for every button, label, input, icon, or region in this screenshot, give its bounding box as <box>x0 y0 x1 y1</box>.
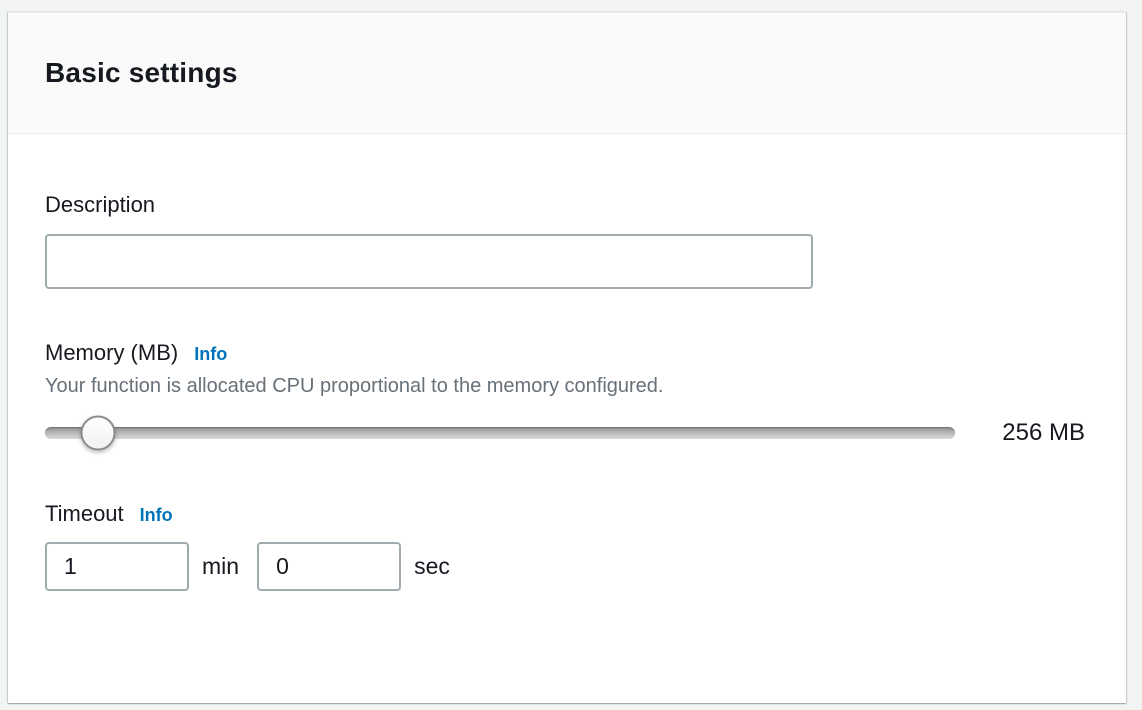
timeout-minutes-input[interactable] <box>45 542 189 591</box>
memory-label: Memory (MB) <box>45 340 179 365</box>
timeout-inputs-row: min sec <box>45 542 1085 591</box>
timeout-seconds-input[interactable] <box>257 542 402 591</box>
memory-help-text: Your function is allocated CPU proportio… <box>45 375 664 397</box>
memory-field: Memory (MB) Info Your function is alloca… <box>45 339 1085 451</box>
memory-info-link[interactable]: Info <box>194 344 228 364</box>
timeout-minutes-unit: min <box>202 553 240 579</box>
panel-header: Basic settings <box>8 13 1126 134</box>
panel-title: Basic settings <box>45 57 238 88</box>
basic-settings-panel: Basic settings Description Memory (MB) I… <box>8 12 1126 703</box>
memory-slider[interactable] <box>45 415 955 451</box>
memory-label-row: Memory (MB) Info <box>45 339 1085 366</box>
panel-body: Description Memory (MB) Info Your functi… <box>8 191 1126 591</box>
timeout-label: Timeout <box>45 501 124 526</box>
timeout-info-link[interactable]: Info <box>139 505 173 525</box>
timeout-field: Timeout Info min sec <box>45 500 1085 591</box>
memory-value: 256 MB <box>1002 419 1085 446</box>
description-field: Description <box>45 191 1085 289</box>
description-label: Description <box>45 192 156 217</box>
timeout-label-row: Timeout Info <box>45 500 1085 527</box>
timeout-seconds-unit: sec <box>414 553 450 579</box>
memory-slider-row: 256 MB <box>45 415 1085 451</box>
memory-slider-handle[interactable] <box>80 415 116 451</box>
description-input[interactable] <box>45 234 813 289</box>
